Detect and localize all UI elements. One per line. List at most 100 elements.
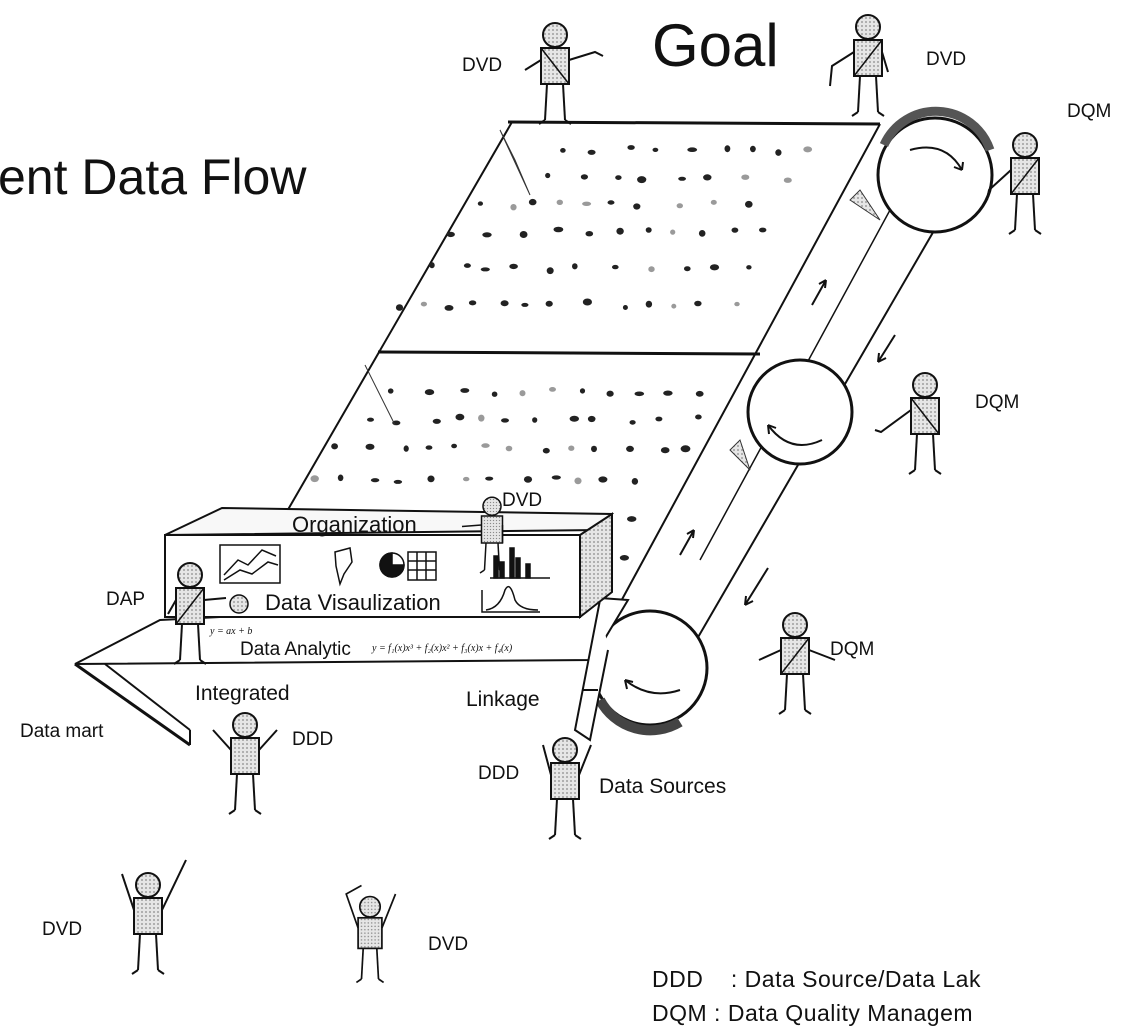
data-dot <box>395 304 404 311</box>
data-dot <box>337 474 344 482</box>
data-sources-label: Data Sources <box>599 775 727 798</box>
data-dot <box>477 201 483 206</box>
data-dot <box>505 445 513 452</box>
data-dot <box>783 177 792 183</box>
data-dot <box>367 417 374 422</box>
data-dot <box>556 199 563 205</box>
data-dot <box>687 147 698 152</box>
data-dot <box>455 413 465 421</box>
figure-dqm-middle <box>874 372 942 475</box>
line-chart-icon <box>219 544 281 584</box>
data-dot <box>622 305 628 310</box>
data-dot <box>370 478 380 483</box>
data-dot <box>572 263 578 270</box>
arrow-up-icon <box>811 279 827 306</box>
belt-left-edge <box>281 121 513 521</box>
figure-dqm-lower <box>758 612 836 715</box>
data-dot <box>491 391 498 397</box>
data-dot <box>574 477 582 485</box>
role-dqm-middle: DQM <box>975 392 1020 413</box>
data-dot <box>663 390 673 396</box>
data-dot <box>331 443 338 450</box>
rotation-arrow-icon <box>624 679 681 695</box>
data-dot <box>606 390 614 397</box>
data-dot <box>387 388 394 394</box>
chart-icons <box>219 544 550 614</box>
data-dot <box>519 231 528 238</box>
data-dot <box>655 416 663 422</box>
arrow-up-icon <box>679 529 695 556</box>
figure-dvd-top-right <box>829 14 889 117</box>
role-dvd-bottom-left: DVD <box>42 919 83 940</box>
data-dot <box>627 145 635 150</box>
analytics-box <box>164 506 614 620</box>
distribution-chart-icon <box>481 585 540 613</box>
data-dot <box>670 229 676 235</box>
bar-chart-icon <box>490 547 550 579</box>
data-dot <box>746 265 752 270</box>
data-dot <box>482 232 492 238</box>
data-dot <box>393 479 403 484</box>
table-icon <box>407 551 437 581</box>
data-dot <box>585 231 594 237</box>
arrow-down-icon <box>877 334 896 363</box>
data-dot <box>612 264 619 270</box>
data-dot <box>637 176 647 184</box>
data-dot <box>724 145 731 153</box>
data-dot <box>446 231 455 238</box>
data-dot <box>645 300 653 308</box>
data-dot <box>519 390 526 397</box>
data-dot <box>598 476 608 483</box>
data-dot <box>546 267 554 275</box>
data-dot <box>509 263 518 270</box>
data-dot <box>542 447 550 454</box>
goal-label: Goal <box>652 12 779 79</box>
data-dot <box>310 475 319 483</box>
data-dot <box>627 516 637 522</box>
data-dot <box>695 390 704 397</box>
data-dot <box>684 266 691 272</box>
data-dot <box>427 475 435 483</box>
data-dot <box>510 204 517 211</box>
data-analytic-label: Data Analytic <box>240 639 351 660</box>
roller-top <box>876 106 995 234</box>
data-dot <box>580 174 589 180</box>
data-dot <box>582 298 593 306</box>
data-visualization-label: Data Visaulization <box>265 590 441 615</box>
data-dot <box>460 388 470 393</box>
data-dot <box>631 478 639 485</box>
data-dot <box>633 203 641 210</box>
data-dots <box>310 145 813 562</box>
data-dot <box>626 445 634 452</box>
data-dot <box>741 174 750 180</box>
data-dot <box>429 262 435 269</box>
data-dot <box>745 200 753 208</box>
data-dot <box>403 445 409 452</box>
data-dot <box>709 264 720 271</box>
data-dot <box>616 227 624 235</box>
data-dot <box>463 263 471 268</box>
figure-dap <box>167 562 227 665</box>
role-dvd-box: DVD <box>502 490 543 511</box>
data-dot <box>485 476 494 481</box>
role-dvd-top-left: DVD <box>462 55 503 76</box>
data-dot <box>549 387 556 392</box>
data-dot <box>587 415 596 423</box>
data-dot <box>545 300 553 307</box>
data-dot <box>545 172 551 179</box>
data-dot <box>553 226 564 233</box>
belt-divider <box>377 350 761 356</box>
legend-line-ddd: DDD : Data Source/Data Lak <box>652 966 981 992</box>
figure-ddd-right <box>542 737 592 840</box>
platform <box>74 596 630 747</box>
organization-label: Organization <box>292 512 417 537</box>
role-dvd-top-right: DVD <box>926 49 967 70</box>
figure-dqm-upper <box>986 132 1042 235</box>
data-dot <box>432 418 441 424</box>
data-dot <box>528 198 537 206</box>
integrated-label: Integrated <box>195 682 290 705</box>
data-dot <box>569 415 579 422</box>
roller-middle <box>746 358 854 466</box>
data-dot <box>803 146 813 153</box>
data-dot <box>480 267 490 272</box>
